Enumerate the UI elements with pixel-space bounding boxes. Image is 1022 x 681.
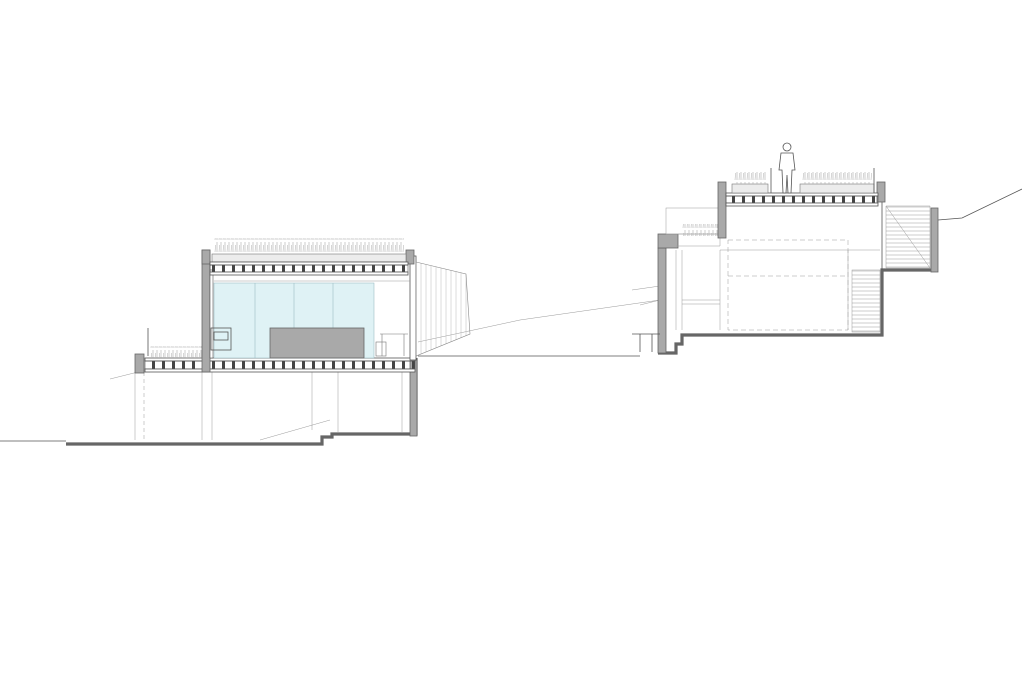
upper-planting-right [802,172,872,184]
upper-roof-joists [725,195,879,204]
lower-roof-planting [214,238,404,254]
lower-wall-right [409,255,417,361]
lower-roof-joists [209,264,409,273]
armchair [210,327,232,351]
lower-terrace-parapet [134,353,145,374]
lower-roof-parapet-left [201,249,211,265]
lower-wall-left [201,249,211,373]
lower-wall-left-inner [209,269,214,359]
lower-roof-planter [211,253,407,263]
upper-building [632,142,939,355]
lower-floor-slab-bottom [144,368,416,373]
lower-terrace-planting [150,346,202,358]
upper-planting-left [734,172,766,184]
kitchen-island [269,327,365,359]
upper-stair-lower [851,269,881,333]
upper-stair-diagonal [885,205,931,269]
ground-slope-under-left [259,419,331,441]
upper-retaining-wall [930,207,939,273]
upper-planter-right [799,183,875,194]
upper-basement-slab [658,208,936,355]
ground-line-right [937,188,1022,221]
upper-front-wall-cap [657,233,679,249]
lower-roof-slab-bottom [209,271,409,276]
lower-roof-slab-top [209,261,409,266]
lower-floor-slab-top [144,357,416,362]
upper-roof-slab-top [725,192,879,197]
bar-stool [375,333,408,357]
person-figure [778,142,796,194]
lower-building [66,238,471,446]
upper-wall-left [717,181,727,239]
lower-basement-lines [134,372,403,440]
upper-wall-right [876,181,886,203]
lower-cladding-screen [415,261,471,357]
lower-floor-joists [144,360,416,370]
upper-roof-slab-bottom [725,202,879,207]
upper-planter-left [731,183,769,194]
upper-front-wall [657,247,667,354]
entry-bench [632,333,660,352]
upper-canopy-planting [682,224,720,236]
upper-interior-lines [675,239,880,331]
